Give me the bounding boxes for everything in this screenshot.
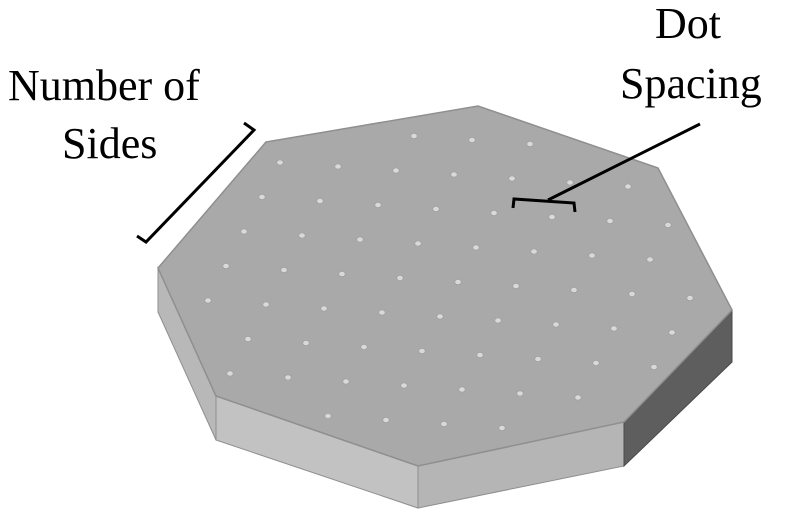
surface-dot	[244, 336, 252, 342]
surface-dot	[432, 206, 440, 212]
surface-dot	[476, 352, 484, 358]
surface-dot	[414, 240, 422, 247]
surface-dot	[302, 340, 310, 346]
surface-dot	[512, 283, 520, 289]
surface-dot	[396, 275, 404, 281]
surface-dot	[374, 202, 382, 208]
surface-dot	[606, 218, 614, 224]
surface-dot	[418, 348, 426, 354]
surface-dot	[334, 163, 342, 170]
surface-dot	[592, 360, 600, 366]
surface-dot	[410, 133, 418, 139]
dot-spacing-label-line2: Spacing	[620, 59, 762, 108]
surface-dot	[650, 364, 658, 370]
surface-dot	[686, 295, 694, 301]
surface-dot	[440, 421, 448, 427]
surface-dot	[472, 244, 480, 251]
dot-array	[204, 133, 694, 431]
surface-dot	[258, 194, 266, 200]
surface-dot	[570, 287, 578, 293]
surface-dot	[552, 321, 560, 328]
surface-dot	[588, 252, 596, 259]
surface-dot	[526, 141, 534, 147]
surface-dot	[204, 297, 212, 304]
surface-dot	[226, 370, 234, 377]
surface-dot	[468, 137, 476, 143]
surface-dot	[316, 198, 324, 204]
surface-dot	[450, 171, 458, 178]
surface-dot	[240, 228, 248, 235]
dot-spacing-label-line1: Dot	[655, 0, 721, 48]
surface-dot	[298, 232, 306, 239]
surface-dot	[262, 301, 270, 308]
surface-dot	[276, 159, 284, 166]
number-of-sides-label-line1: Number of	[8, 61, 200, 110]
surface-dot	[566, 179, 574, 186]
surface-dot	[338, 271, 346, 277]
surface-dot	[382, 417, 390, 423]
surface-dot	[458, 386, 466, 393]
number-of-sides-bracket	[136, 121, 257, 244]
surface-dot	[574, 394, 582, 401]
surface-dot	[534, 356, 542, 362]
surface-dot	[324, 413, 332, 419]
surface-dot	[454, 279, 462, 285]
surface-dot	[320, 305, 328, 312]
surface-dot	[490, 210, 498, 216]
surface-dot	[646, 256, 654, 263]
surface-dot	[508, 175, 516, 182]
plate-top-face	[157, 105, 733, 467]
surface-dot	[356, 236, 364, 243]
surface-dot	[624, 183, 632, 190]
surface-dot	[280, 267, 288, 273]
surface-dot	[498, 425, 506, 431]
number-of-sides-label-line2: Sides	[62, 119, 157, 168]
surface-dot	[664, 222, 672, 228]
surface-dot	[360, 344, 368, 350]
surface-dot	[400, 382, 408, 389]
surface-dot	[284, 374, 292, 381]
surface-dot	[342, 378, 350, 385]
surface-dot	[668, 329, 676, 336]
surface-dot	[378, 309, 386, 316]
dot-spacing-leader-line	[547, 122, 701, 202]
surface-dot	[222, 263, 230, 269]
surface-dot	[516, 390, 524, 397]
dot-spacing-bracket	[511, 197, 577, 213]
surface-dot	[548, 214, 556, 220]
surface-dot	[628, 291, 636, 297]
surface-dot	[530, 248, 538, 255]
surface-dot	[610, 325, 618, 332]
surface-dot	[494, 317, 502, 324]
surface-dot	[392, 167, 400, 174]
surface-dot	[436, 313, 444, 320]
